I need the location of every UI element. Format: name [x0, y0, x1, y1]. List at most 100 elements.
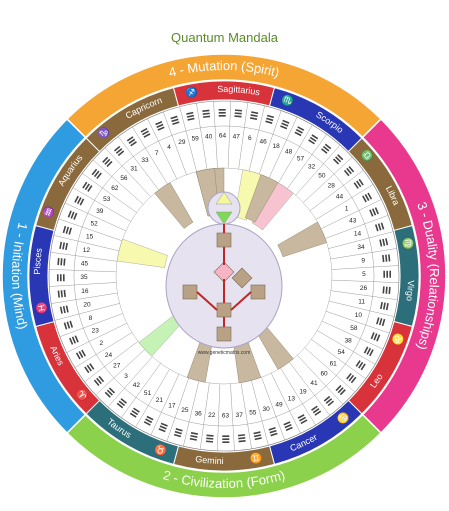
hexagram-line: [378, 318, 383, 326]
hexagram-icon: [140, 127, 151, 138]
gate-divider: [118, 136, 159, 191]
gate-divider: [150, 374, 180, 436]
gate-divider: [297, 355, 344, 405]
gate-number: 13: [288, 395, 296, 402]
hexagram-line: [222, 435, 230, 438]
gate-divider: [66, 323, 127, 353]
hexagram-line: [143, 421, 151, 426]
gate-divider: [311, 339, 366, 379]
gate-divider: [104, 147, 151, 197]
hexagram-line: [155, 121, 163, 126]
hexagram-line: [383, 270, 386, 278]
hexagram-line: [202, 109, 210, 112]
gate-number: 62: [111, 185, 119, 192]
hexagram-line: [388, 286, 391, 295]
hexagram-line: [282, 119, 290, 124]
gate-divider: [259, 110, 282, 175]
gate-number: 10: [355, 312, 363, 319]
hexagram-icon: [59, 241, 68, 251]
hexagram-line: [71, 336, 77, 344]
heart-center: [231, 267, 253, 289]
hexagram-line: [202, 115, 211, 118]
sign-label: Pisces: [32, 247, 44, 275]
hexagram-line: [171, 118, 179, 123]
gate-number: 46: [260, 138, 268, 145]
gate-divider: [271, 373, 301, 434]
gate-number: 60: [320, 371, 328, 378]
hexagram-line: [356, 180, 362, 188]
sign-glyph: ♐: [184, 84, 199, 99]
gate-number: 64: [219, 133, 227, 140]
hexagram-line: [75, 352, 81, 360]
hexagram-line: [67, 210, 72, 218]
hexagram-icon: [126, 136, 137, 147]
hexagram-line: [251, 111, 259, 115]
gate-divider: [199, 382, 210, 450]
gate-number: 33: [141, 157, 149, 164]
hexagram-line: [113, 145, 121, 152]
hexagram-line: [131, 410, 139, 416]
hexagram-line: [237, 434, 246, 437]
hexagram-line: [314, 410, 322, 416]
quarter-ring: 4 - Mutation (Spirit)3 - Duality (Relati…: [1, 53, 447, 499]
gate-number: 18: [273, 143, 281, 150]
hexagram-icon: [63, 320, 74, 330]
gate-divider: [121, 363, 161, 418]
hexagram-line: [104, 158, 111, 165]
hexagram-line: [140, 127, 148, 133]
hexagram-line: [353, 182, 359, 189]
hexagram-icon: [69, 335, 79, 345]
hexagram-line: [222, 441, 230, 444]
hexagram-line: [84, 183, 90, 191]
hexagram-line: [358, 178, 364, 186]
hexagram-icon: [189, 432, 199, 441]
hexagram-line: [79, 198, 85, 206]
hexagram-icon: [332, 154, 344, 165]
hexagram-line: [382, 254, 385, 263]
hexagram-icon: [370, 332, 381, 342]
hexagram-line: [386, 270, 389, 278]
hexagram-line: [377, 223, 382, 231]
gate-divider: [82, 173, 137, 213]
hexagram-line: [309, 136, 317, 142]
gate-number: 49: [275, 401, 283, 408]
hexagram-line: [106, 160, 113, 168]
gate-number: 3: [124, 373, 128, 380]
sign-band: [35, 137, 101, 232]
hexagram-icon: [335, 384, 346, 396]
hexagram-line: [285, 426, 293, 431]
hexagram-icon: [382, 286, 391, 295]
hexagram-line: [89, 363, 95, 370]
hexagram-line: [104, 391, 111, 398]
gate-number: 34: [357, 244, 365, 251]
hexagram-line: [358, 361, 364, 369]
gate-number: 41: [310, 380, 318, 387]
hexagram-icon: [129, 407, 140, 418]
hexagram-line: [115, 148, 123, 154]
hexagram-icon: [362, 192, 373, 203]
hexagram-line: [189, 437, 197, 441]
hexagram-line: [253, 434, 262, 438]
hexagram-line: [60, 258, 63, 266]
gate-divider: [330, 290, 398, 301]
hexagram-icon: [62, 225, 72, 235]
hexagram-line: [120, 398, 127, 404]
gate-number: 50: [318, 173, 326, 180]
hexagram-icon: [84, 363, 95, 374]
hexagram-line: [63, 258, 66, 266]
gate-divider: [217, 383, 221, 451]
gate-number: 2: [99, 340, 103, 347]
hexagram-line: [381, 318, 386, 327]
hexagram-line: [299, 416, 306, 422]
hexagram-line: [96, 377, 102, 385]
gate-number: 28: [328, 183, 336, 190]
hexagram-line: [66, 321, 71, 329]
sign-glyph: ♓: [34, 301, 49, 316]
gate-divider: [304, 347, 356, 393]
gate-number: 47: [233, 133, 241, 140]
hexagram-icon: [283, 421, 293, 431]
gate-number: 27: [113, 363, 121, 370]
hexagram-line: [376, 334, 381, 342]
gate-divider: [132, 126, 168, 185]
hexagram-line: [156, 123, 164, 129]
